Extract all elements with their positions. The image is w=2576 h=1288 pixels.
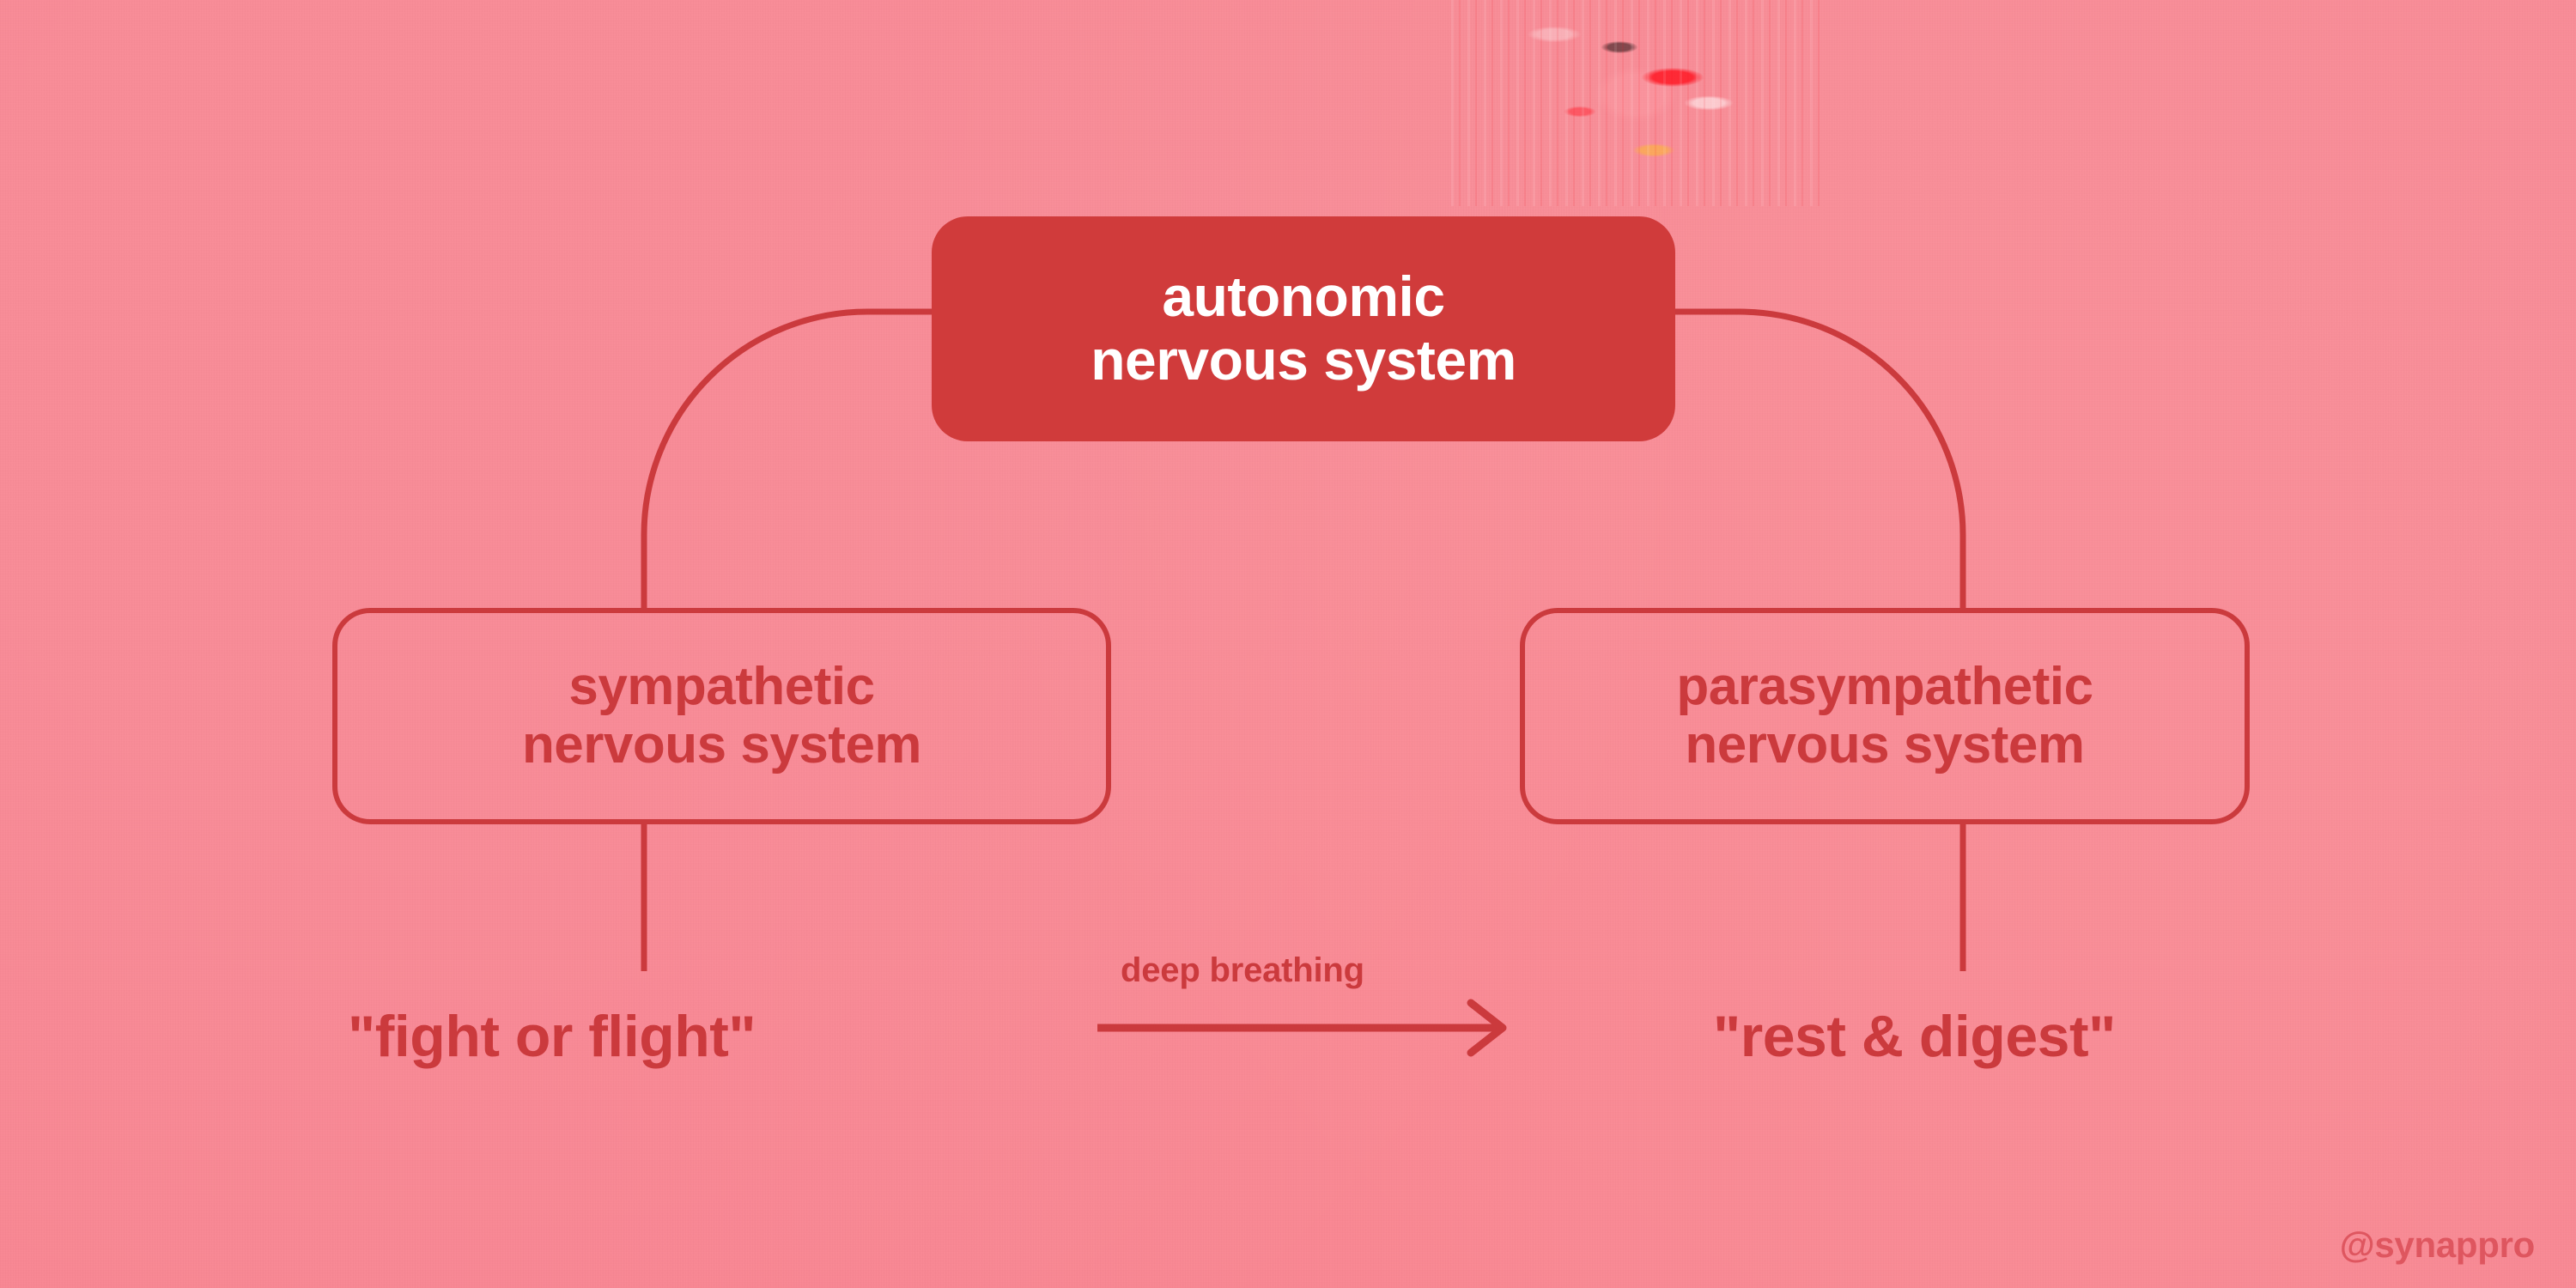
node-label-autonomic-nervous-system: autonomic nervous system bbox=[1091, 264, 1516, 392]
node-autonomic-nervous-system[interactable]: autonomic nervous system bbox=[932, 216, 1675, 441]
caption-rest-and-digest: "rest & digest" bbox=[1713, 1004, 2116, 1069]
node-sympathetic-nervous-system[interactable]: sympathetic nervous system bbox=[332, 608, 1111, 824]
connector-root-to-parasympathetic bbox=[1675, 308, 1966, 608]
node-parasympathetic-nervous-system[interactable]: parasympathetic nervous system bbox=[1520, 608, 2250, 824]
transition-label-deep-breathing: deep breathing bbox=[1121, 951, 1364, 989]
caption-fight-or-flight: "fight or flight" bbox=[348, 1004, 756, 1069]
watermark-handle: @synappro bbox=[2339, 1224, 2536, 1265]
node-label-parasympathetic-nervous-system: parasympathetic nervous system bbox=[1676, 656, 2093, 775]
connector-root-to-sympathetic bbox=[641, 308, 932, 608]
transition-arrow-head bbox=[1467, 999, 1507, 1057]
node-label-sympathetic-nervous-system: sympathetic nervous system bbox=[521, 656, 922, 775]
